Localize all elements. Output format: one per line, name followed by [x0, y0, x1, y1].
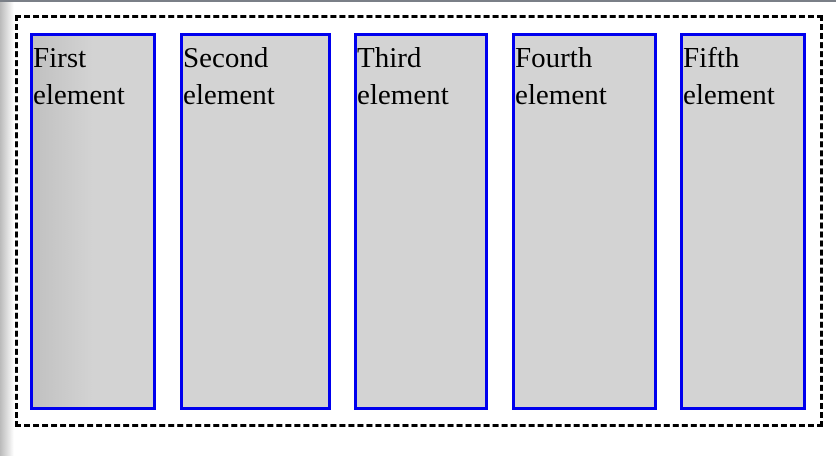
left-edge-shadow: [0, 2, 14, 456]
flex-item-label: Third element: [357, 42, 449, 111]
flex-item-label: Fourth element: [515, 42, 607, 111]
flex-item-fourth: Fourth element: [512, 33, 657, 410]
flex-item-fifth: Fifth element: [680, 33, 806, 410]
flex-item-label: Fifth element: [683, 42, 775, 111]
flex-item-label: Second element: [183, 42, 275, 111]
flex-container: First element Second element Third eleme…: [15, 15, 823, 427]
flex-item-label: First element: [33, 42, 125, 111]
flex-item-first: First element: [30, 33, 156, 410]
flex-item-second: Second element: [180, 33, 331, 410]
window-top-border: [0, 0, 836, 2]
flex-item-third: Third element: [354, 33, 488, 410]
